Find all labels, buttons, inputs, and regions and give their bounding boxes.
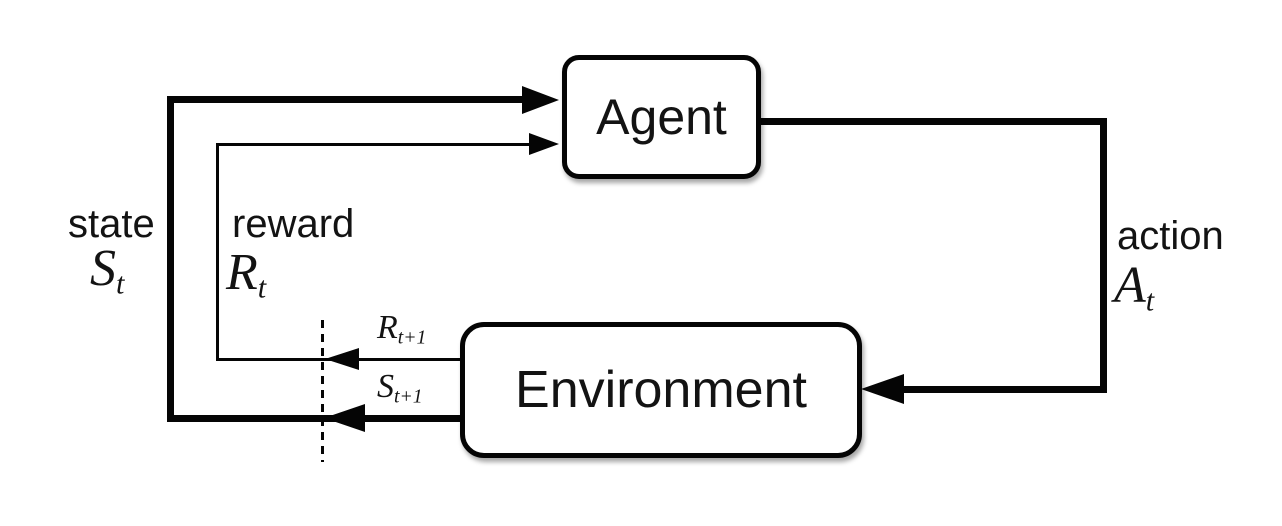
- state-symbol-label: St: [90, 240, 125, 301]
- action-word-label: action: [1117, 214, 1224, 258]
- next-reward-symbol-label: Rt+1: [377, 309, 427, 349]
- reward-symbol-label: Rt: [226, 244, 267, 305]
- state-line-top: [167, 96, 529, 103]
- action-line-top: [757, 118, 1107, 125]
- reward-line-top: [216, 143, 533, 146]
- state-line-vertical: [167, 96, 174, 422]
- agent-node-label: Agent: [596, 89, 727, 145]
- state-arrowhead-into-agent: [522, 86, 559, 114]
- reward-arrowhead-into-agent: [529, 133, 559, 155]
- state-word-label: state: [68, 202, 155, 246]
- action-line-vertical: [1100, 118, 1107, 393]
- action-line-bottom: [884, 386, 1107, 393]
- agent-node: Agent: [562, 55, 761, 179]
- environment-node: Environment: [460, 322, 862, 458]
- reward-word-label: reward: [232, 202, 355, 246]
- timestep-boundary-dashed-line: [321, 320, 324, 462]
- next-state-arrowhead: [324, 404, 365, 432]
- next-state-symbol-label: St+1: [377, 368, 423, 408]
- action-symbol-label: At: [1114, 257, 1155, 318]
- environment-node-label: Environment: [515, 361, 807, 419]
- action-arrowhead-into-environment: [861, 374, 904, 404]
- next-reward-arrowhead: [325, 348, 359, 370]
- state-line-bottom: [167, 415, 460, 422]
- reward-line-vertical: [216, 143, 219, 361]
